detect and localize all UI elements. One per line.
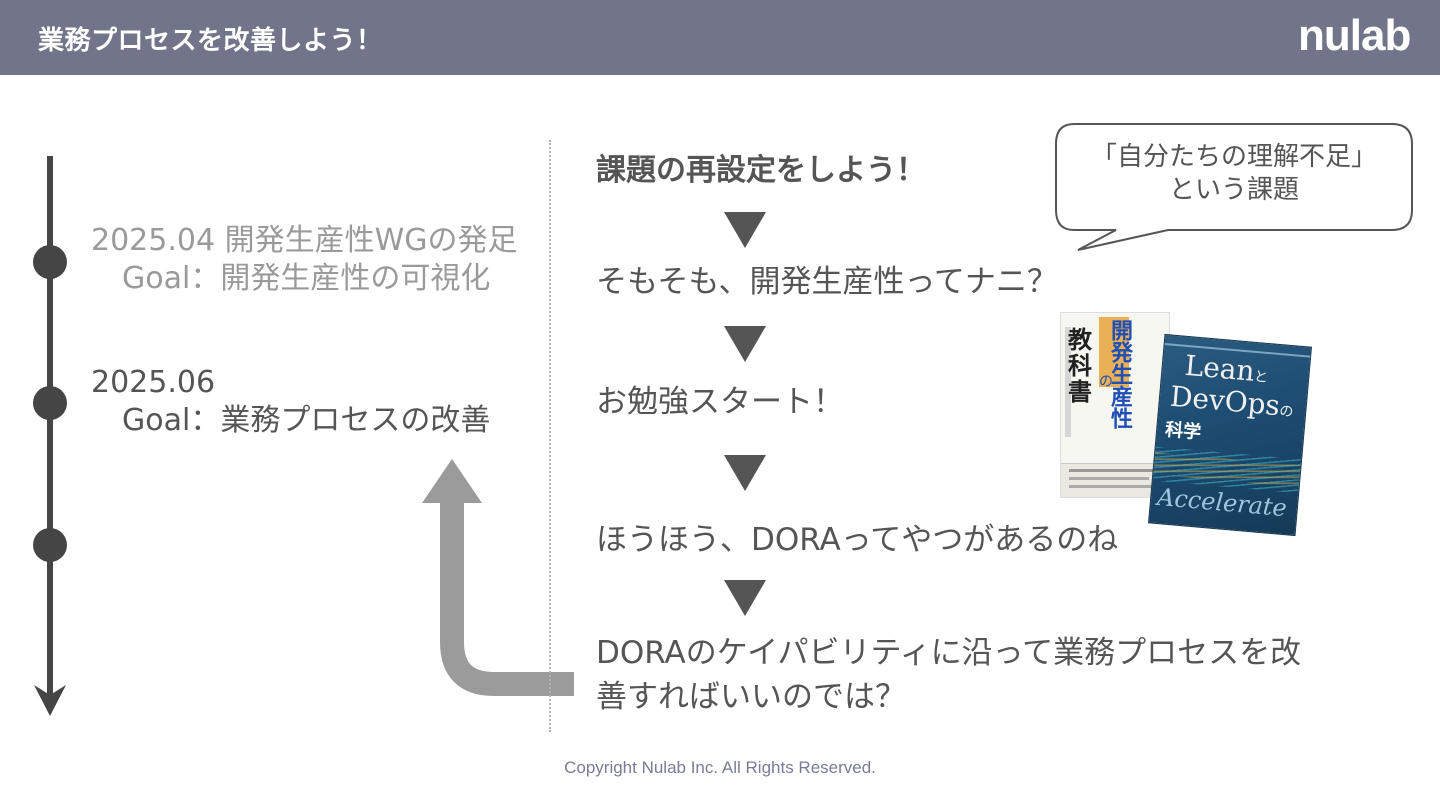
timeline-entry-date: 2025.04 開発生産性WGの発足 — [91, 222, 518, 260]
down-triangle-icon — [724, 212, 766, 248]
flow-step: お勉強スタート！ — [596, 381, 844, 423]
flow-step: ほうほう、DORAってやつがあるのね — [596, 519, 1118, 561]
flow-step-title: 課題の再設定をしよう！ — [596, 150, 926, 192]
nulab-logo: nulab — [1298, 14, 1410, 58]
flow-step: そもそも、開発生産性ってナニ？ — [596, 261, 1058, 303]
down-triangle-icon — [724, 326, 766, 362]
timeline-entry-date: 2025.06 — [91, 364, 215, 402]
loop-back-arrow-icon — [418, 455, 580, 700]
speech-bubble-text: 「自分たちの理解不足」 という課題 — [1062, 141, 1406, 207]
page-title: 業務プロセスを改善しよう！ — [38, 20, 383, 57]
timeline-dot — [33, 528, 67, 562]
down-triangle-icon — [724, 455, 766, 491]
timeline-entry-goal: Goal：開発生産性の可視化 — [122, 260, 490, 298]
timeline-axis — [20, 150, 90, 725]
book-title: 科学 — [1164, 415, 1202, 444]
timeline-entry-goal: Goal：業務プロセスの改善 — [122, 402, 490, 440]
book-cover-accelerate: Leanと DevOpsの 科学 Accelerate — [1148, 334, 1312, 536]
column-divider — [549, 140, 551, 732]
down-triangle-icon — [724, 580, 766, 616]
flow-step: 善すればいいのでは？ — [596, 676, 906, 718]
timeline-dot — [33, 245, 67, 279]
timeline-dot — [33, 386, 67, 420]
book-subtitle: 教科書 — [1063, 327, 1097, 405]
flow-step: DORAのケイパビリティに沿って業務プロセスを改 — [596, 632, 1301, 674]
footer-copyright: Copyright Nulab Inc. All Rights Reserved… — [0, 758, 1440, 778]
header-bar: 業務プロセスを改善しよう！ nulab — [0, 0, 1440, 75]
